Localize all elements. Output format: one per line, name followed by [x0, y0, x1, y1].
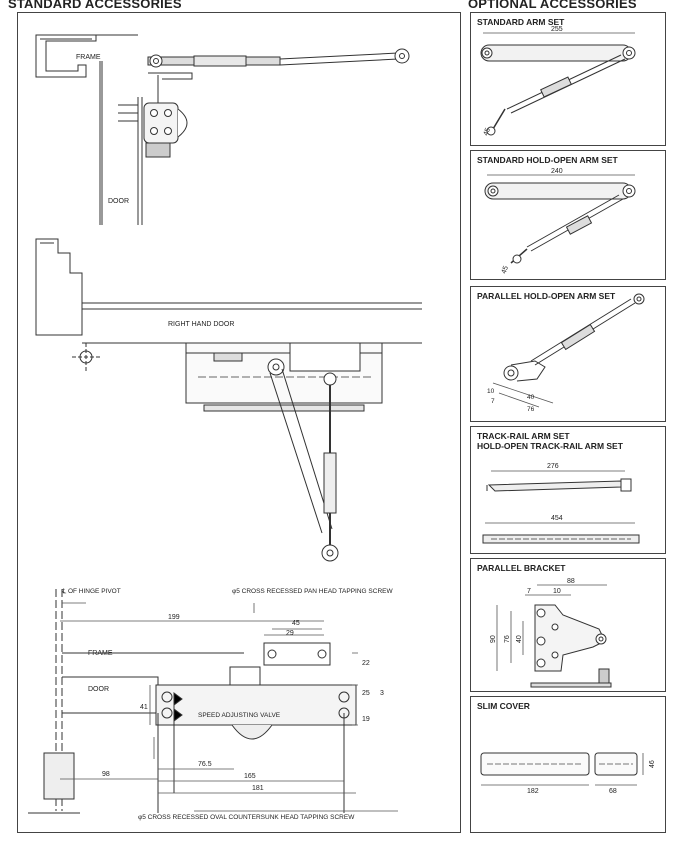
- bottom-frame-label: FRAME: [88, 650, 113, 657]
- dim-19: 19: [362, 716, 370, 723]
- slim-cover-drawing: 182 68 46: [480, 752, 656, 795]
- arm-set-dim-255: 255: [551, 26, 563, 33]
- middle-closer: [185, 342, 383, 562]
- bracket-dim-88: 88: [567, 578, 575, 585]
- optional-accessories-heading: OPTIONAL ACCESSORIES: [468, 0, 637, 11]
- dim-29: 29: [286, 630, 294, 637]
- standard-arm-set-box: STANDARD ARM SET 255 45: [470, 12, 666, 146]
- hinge-pivot-label: ℄ OF HINGE PIVOT: [61, 588, 121, 595]
- slim-dim-46: 46: [649, 760, 656, 768]
- dim-45: 45: [292, 620, 300, 627]
- hold-open-arm-set-drawing: 240 45: [484, 168, 636, 275]
- bracket-dim-7: 7: [527, 588, 531, 595]
- parallel-bracket-title: PARALLEL BRACKET: [477, 563, 566, 573]
- dim-165: 165: [244, 773, 256, 780]
- top-door-label: DOOR: [108, 198, 129, 205]
- hold-open-arm-set-title: STANDARD HOLD-OPEN ARM SET: [477, 155, 618, 165]
- parallel-hold-open-title: PARALLEL HOLD-OPEN ARM SET: [477, 291, 616, 301]
- dim-199: 199: [168, 614, 180, 621]
- dim-3: 3: [380, 690, 384, 697]
- parallel-bracket-drawing: 88 7 10 90 76 40: [490, 578, 612, 688]
- top-closer-body: [143, 102, 188, 158]
- dim-98: 98: [102, 771, 110, 778]
- parallel-hold-open-drawing: 10 7 40 76: [487, 293, 645, 413]
- track-dim-276: 276: [547, 463, 559, 470]
- top-closer-arm: [147, 48, 410, 103]
- dim-41: 41: [140, 704, 148, 711]
- dim-25: 25: [362, 690, 370, 697]
- dim-76-5: 76.5: [198, 761, 212, 768]
- bracket-dim-40: 40: [516, 635, 523, 643]
- hold-open-dim-45: 45: [501, 265, 510, 275]
- parallel-dim-10: 10: [487, 388, 495, 395]
- bracket-dim-76: 76: [504, 635, 511, 643]
- right-hand-door-label: RIGHT HAND DOOR: [168, 321, 234, 328]
- track-rail-title-1: TRACK-RAIL ARM SET: [477, 431, 570, 441]
- track-rail-box: TRACK-RAIL ARM SET HOLD-OPEN TRACK-RAIL …: [470, 426, 666, 554]
- parallel-dim-7: 7: [491, 398, 495, 405]
- slim-dim-182: 182: [527, 788, 539, 795]
- standard-accessories-heading: STANDARD ACCESSORIES: [8, 0, 182, 11]
- standard-drawing: FRAME DOOR RIGHT HAND DOOR ℄ OF HINGE PI…: [28, 34, 422, 821]
- bracket-dim-90: 90: [490, 635, 497, 643]
- parallel-bracket-box: PARALLEL BRACKET 88 7 10 90 76 40: [470, 558, 666, 692]
- pan-head-screw-label: φ5 CROSS RECESSED PAN HEAD TAPPING SCREW: [232, 588, 393, 595]
- hold-open-dim-240: 240: [551, 168, 563, 175]
- top-frame-label: FRAME: [76, 54, 101, 61]
- top-frame-section: [35, 34, 143, 225]
- dim-22: 22: [362, 660, 370, 667]
- standard-arm-set-title: STANDARD ARM SET: [477, 17, 565, 27]
- oval-screw-label: φ5 CROSS RECESSED OVAL COUNTERSUNK HEAD …: [138, 814, 355, 821]
- bracket-dim-10: 10: [553, 588, 561, 595]
- track-rail-title-2: HOLD-OPEN TRACK-RAIL ARM SET: [477, 441, 623, 451]
- arm-set-dim-45: 45: [483, 127, 492, 137]
- standard-arm-set-drawing: 255 45: [480, 26, 636, 137]
- parallel-dim-76: 76: [527, 406, 535, 413]
- slim-dim-68: 68: [609, 788, 617, 795]
- dim-181: 181: [252, 785, 264, 792]
- parallel-hold-open-box: PARALLEL HOLD-OPEN ARM SET 10 7 40 76: [470, 286, 666, 422]
- speed-valve-label: SPEED ADJUSTING VALVE: [198, 712, 281, 719]
- hold-open-arm-set-box: STANDARD HOLD-OPEN ARM SET 240 45: [470, 150, 666, 280]
- standard-accessories-panel: FRAME DOOR RIGHT HAND DOOR ℄ OF HINGE PI…: [17, 12, 461, 833]
- bottom-door-label: DOOR: [88, 686, 109, 693]
- slim-cover-box: SLIM COVER 182 68 46: [470, 696, 666, 833]
- parallel-dim-40: 40: [527, 394, 535, 401]
- track-dim-454: 454: [551, 515, 563, 522]
- slim-cover-title: SLIM COVER: [477, 701, 530, 711]
- bottom-plan-drawing: [28, 589, 357, 814]
- bottom-dimension-lines: [60, 602, 398, 812]
- track-rail-drawing: 276 454: [482, 463, 640, 544]
